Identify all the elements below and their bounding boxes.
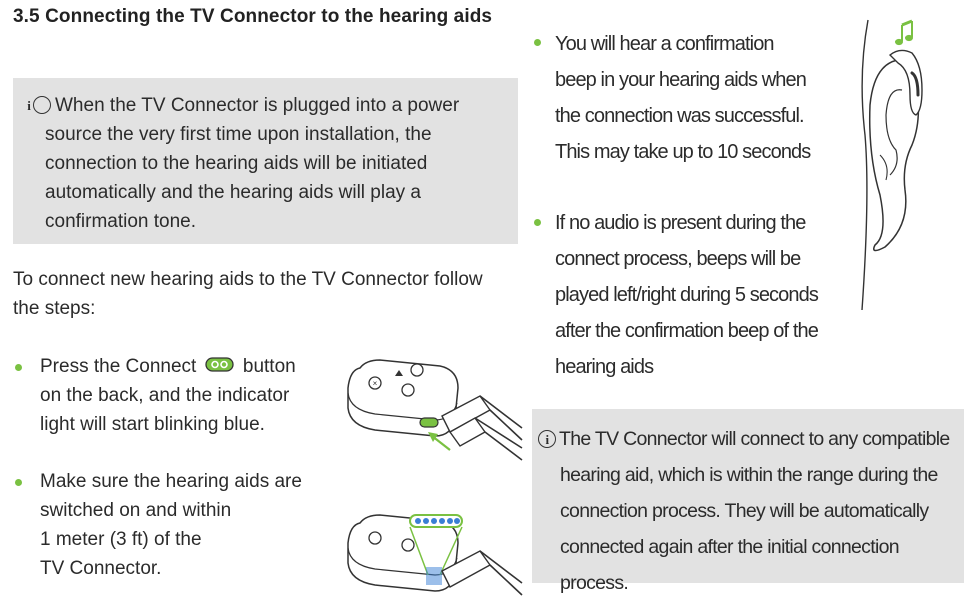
bullet-dot (15, 479, 22, 486)
list-item: You will hear a confirmation beep in you… (555, 33, 811, 163)
list-item: Press the Connect button on the back, an… (40, 356, 296, 435)
page-title: 3.5 Connecting the TV Connector to the h… (13, 6, 493, 27)
list-item: If no audio is present during the connec… (555, 212, 819, 378)
tv-connector-back-illustration: × (347, 359, 523, 461)
note-line: connection process. They will be automat… (560, 500, 929, 522)
note-line: hearing aid, which is within the range d… (560, 464, 938, 486)
connect-button-icon (204, 357, 234, 372)
note-line: source the very first time upon installa… (45, 124, 432, 145)
tv-connector-pairing-illustration (347, 514, 523, 596)
intro-paragraph: To connect new hearing aids to the TV Co… (13, 269, 483, 319)
note-line: confirmation tone. (45, 211, 197, 232)
info-icon: i (538, 430, 556, 448)
svg-text:×: × (373, 379, 378, 388)
list-item: Make sure the hearing aids are switched … (40, 471, 302, 579)
music-note-icon (895, 19, 913, 46)
info-icon: i (27, 96, 51, 114)
ear-with-hearing-aid-illustration (861, 19, 923, 311)
bullet-dot (534, 39, 541, 46)
bullet-dot (534, 219, 541, 226)
note-line: connected again after the initial connec… (560, 536, 900, 594)
note-line: automatically and the hearing aids will … (45, 182, 421, 203)
note-line: connection to the hearing aids will be i… (45, 153, 428, 174)
bullet-dot (15, 364, 22, 371)
